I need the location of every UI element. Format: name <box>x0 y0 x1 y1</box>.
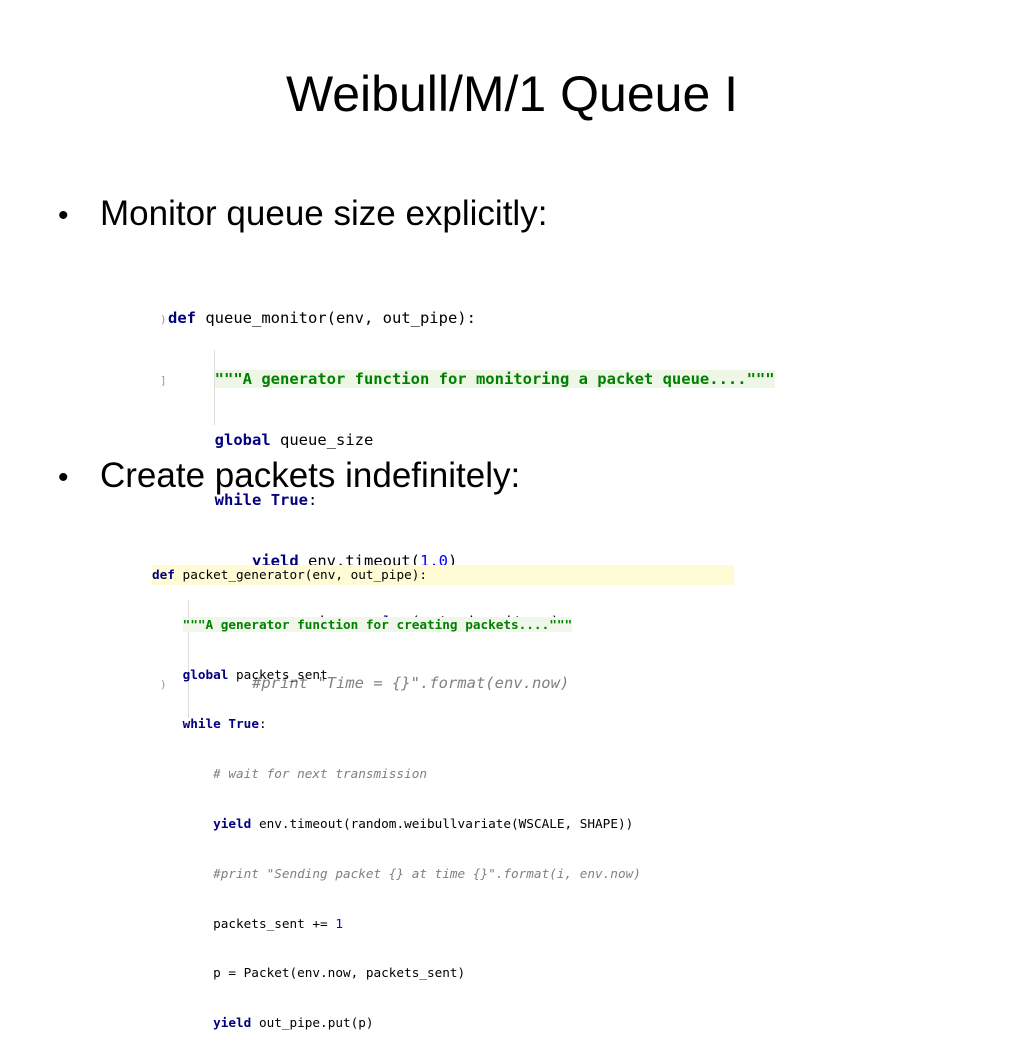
code-token: out_pipe.put(p) <box>251 1015 374 1031</box>
code-line: )def queue_monitor(env, out_pipe): <box>160 306 775 331</box>
code-token: p = Packet(env.now, packets_sent) <box>213 965 466 981</box>
slide-title: Weibull/M/1 Queue I <box>285 66 739 122</box>
code-token: queue_monitor(env, out_pipe): <box>196 309 476 327</box>
indent-guide <box>214 350 215 425</box>
code-line: # wait for next transmission <box>152 764 734 784</box>
code-token: yield <box>213 815 252 831</box>
code-token: packets_sent <box>228 666 328 682</box>
code-token: ) <box>448 552 458 571</box>
code-token: while <box>214 491 262 510</box>
code-docstring: """A generator function for monitoring a… <box>214 369 775 388</box>
code-token: global <box>214 430 271 449</box>
code-line: #print "Sending packet {} at time {}".fo… <box>152 864 734 884</box>
code-docstring: """A generator function for creating pac… <box>182 616 573 632</box>
code-line: global queue_size <box>160 428 775 453</box>
code-token: True <box>228 716 259 732</box>
code-line: ) #print "Time = {}".format(env.now) <box>160 671 775 696</box>
code-line: p = Packet(env.now, packets_sent) <box>152 963 734 983</box>
code-comment: #print "Time = {}".format(env.now) <box>252 673 570 692</box>
code-line: def packet_generator(env, out_pipe): <box>152 565 734 585</box>
code-block-packet-generator: def packet_generator(env, out_pipe): """… <box>152 520 734 1048</box>
code-token: env.timeout(random.weibullvariate(WSCALE… <box>251 815 634 831</box>
code-token: : <box>258 716 267 732</box>
code-line: yield out_pipe.put(p) <box>152 1013 734 1033</box>
code-number: 1 <box>335 915 343 931</box>
code-token: packets_sent += <box>213 915 336 931</box>
code-line: packets_sent += 1 <box>152 914 734 934</box>
current-line-highlight: def packet_generator(env, out_pipe): <box>152 565 734 585</box>
code-token: global <box>182 666 229 682</box>
code-comment: #print "Sending packet {} at time {}".fo… <box>213 865 641 881</box>
code-token: yield <box>213 1015 252 1031</box>
code-token: packet_generator(env, out_pipe): <box>174 567 427 582</box>
code-line: while True: <box>160 488 775 513</box>
code-token: while <box>182 716 221 732</box>
code-token: True <box>270 491 309 510</box>
code-line: while True: <box>152 714 734 734</box>
indent-guide <box>188 600 189 718</box>
code-line: ] """A generator function for monitoring… <box>160 367 775 392</box>
code-line: global packets_sent <box>152 665 734 685</box>
fold-marker-icon: ] <box>160 373 167 387</box>
code-token: queue_size <box>270 430 374 449</box>
code-line: yield env.timeout(random.weibullvariate(… <box>152 814 734 834</box>
bullet-monitor-queue: • Monitor queue size explicitly: <box>58 192 547 238</box>
bullet-create-packets: • Create packets indefinitely: <box>58 454 520 500</box>
fold-marker-icon: ) <box>160 677 167 691</box>
bullet-text: Create packets indefinitely: <box>100 456 521 495</box>
fold-marker-icon: ) <box>160 313 167 326</box>
code-line: """A generator function for creating pac… <box>152 615 734 635</box>
bullet-text: Monitor queue size explicitly: <box>100 194 548 233</box>
code-comment: # wait for next transmission <box>213 766 427 782</box>
bullet-dot-icon: • <box>58 199 69 232</box>
bullet-dot-icon: • <box>58 461 69 494</box>
code-token: : <box>308 491 318 510</box>
code-token: def <box>168 309 196 327</box>
code-token: def <box>152 567 175 582</box>
